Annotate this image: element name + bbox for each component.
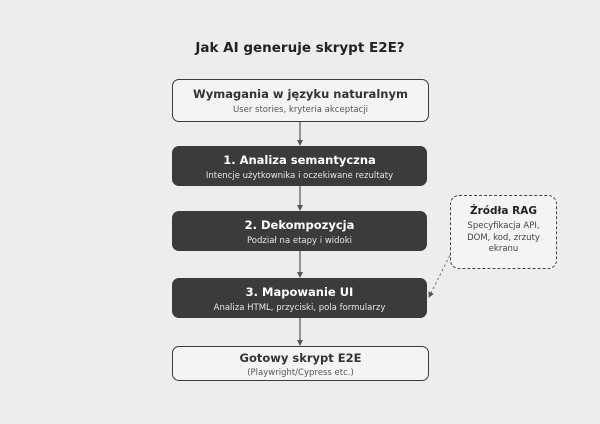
arrow-rag-to-step3 (428, 250, 453, 298)
diagram-title: Jak AI generuje skrypt E2E? (195, 40, 405, 56)
node-step3-detail: Analiza HTML, przyciski, pola formularzy (213, 303, 386, 313)
node-rag-label: Źródła RAG (470, 205, 537, 217)
node-requirements-label: Wymagania w języku naturalnym (193, 87, 408, 101)
node-output: Gotowy skrypt E2E (Playwright/Cypress et… (172, 346, 429, 381)
node-step2-label: 2. Dekompozycja (244, 218, 355, 232)
node-rag-detail: Specyfikacja API, DOM, kod, zrzuty ekran… (467, 221, 540, 254)
node-step1: 1. Analiza semantyczna Intencje użytkown… (172, 146, 427, 186)
node-requirements: Wymagania w języku naturalnym User stori… (172, 79, 429, 122)
node-requirements-detail: User stories, kryteria akceptacji (232, 105, 369, 115)
node-step2-detail: Podział na etapy i widoki (246, 236, 353, 246)
node-step1-label: 1. Analiza semantyczna (223, 153, 376, 167)
node-step3: 3. Mapowanie UI Analiza HTML, przyciski,… (172, 278, 427, 318)
node-step3-label: 3. Mapowanie UI (245, 285, 354, 299)
node-output-label: Gotowy skrypt E2E (239, 351, 362, 365)
node-output-detail: (Playwright/Cypress etc.) (247, 368, 354, 378)
node-rag-sources: Źródła RAG Specyfikacja API, DOM, kod, z… (450, 195, 557, 269)
node-step1-detail: Intencje użytkownika i oczekiwane rezult… (205, 171, 394, 181)
node-step2: 2. Dekompozycja Podział na etapy i widok… (172, 211, 427, 251)
